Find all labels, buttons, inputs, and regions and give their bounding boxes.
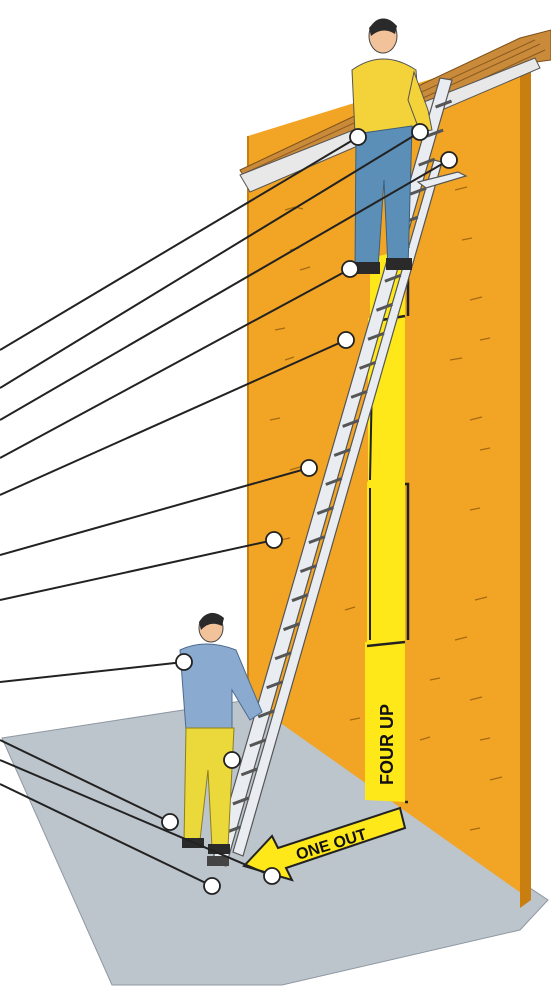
callout-circle <box>301 460 317 476</box>
callout-circle <box>162 814 178 830</box>
callout-circle <box>350 129 366 145</box>
callout-circle <box>204 878 220 894</box>
callout-leader-line <box>0 662 184 682</box>
callout-circle <box>266 532 282 548</box>
callout-circle <box>412 124 428 140</box>
ladder-foot <box>207 856 229 866</box>
callout-circle <box>342 261 358 277</box>
four-up-label: FOUR UP <box>377 704 397 785</box>
callout-circle <box>264 868 280 884</box>
rise-marker-3 <box>367 478 405 646</box>
callout-leader-line <box>0 540 274 600</box>
callout-circle <box>224 752 240 768</box>
callout-circle <box>338 332 354 348</box>
callout-circle <box>176 654 192 670</box>
callout-circle <box>441 152 457 168</box>
